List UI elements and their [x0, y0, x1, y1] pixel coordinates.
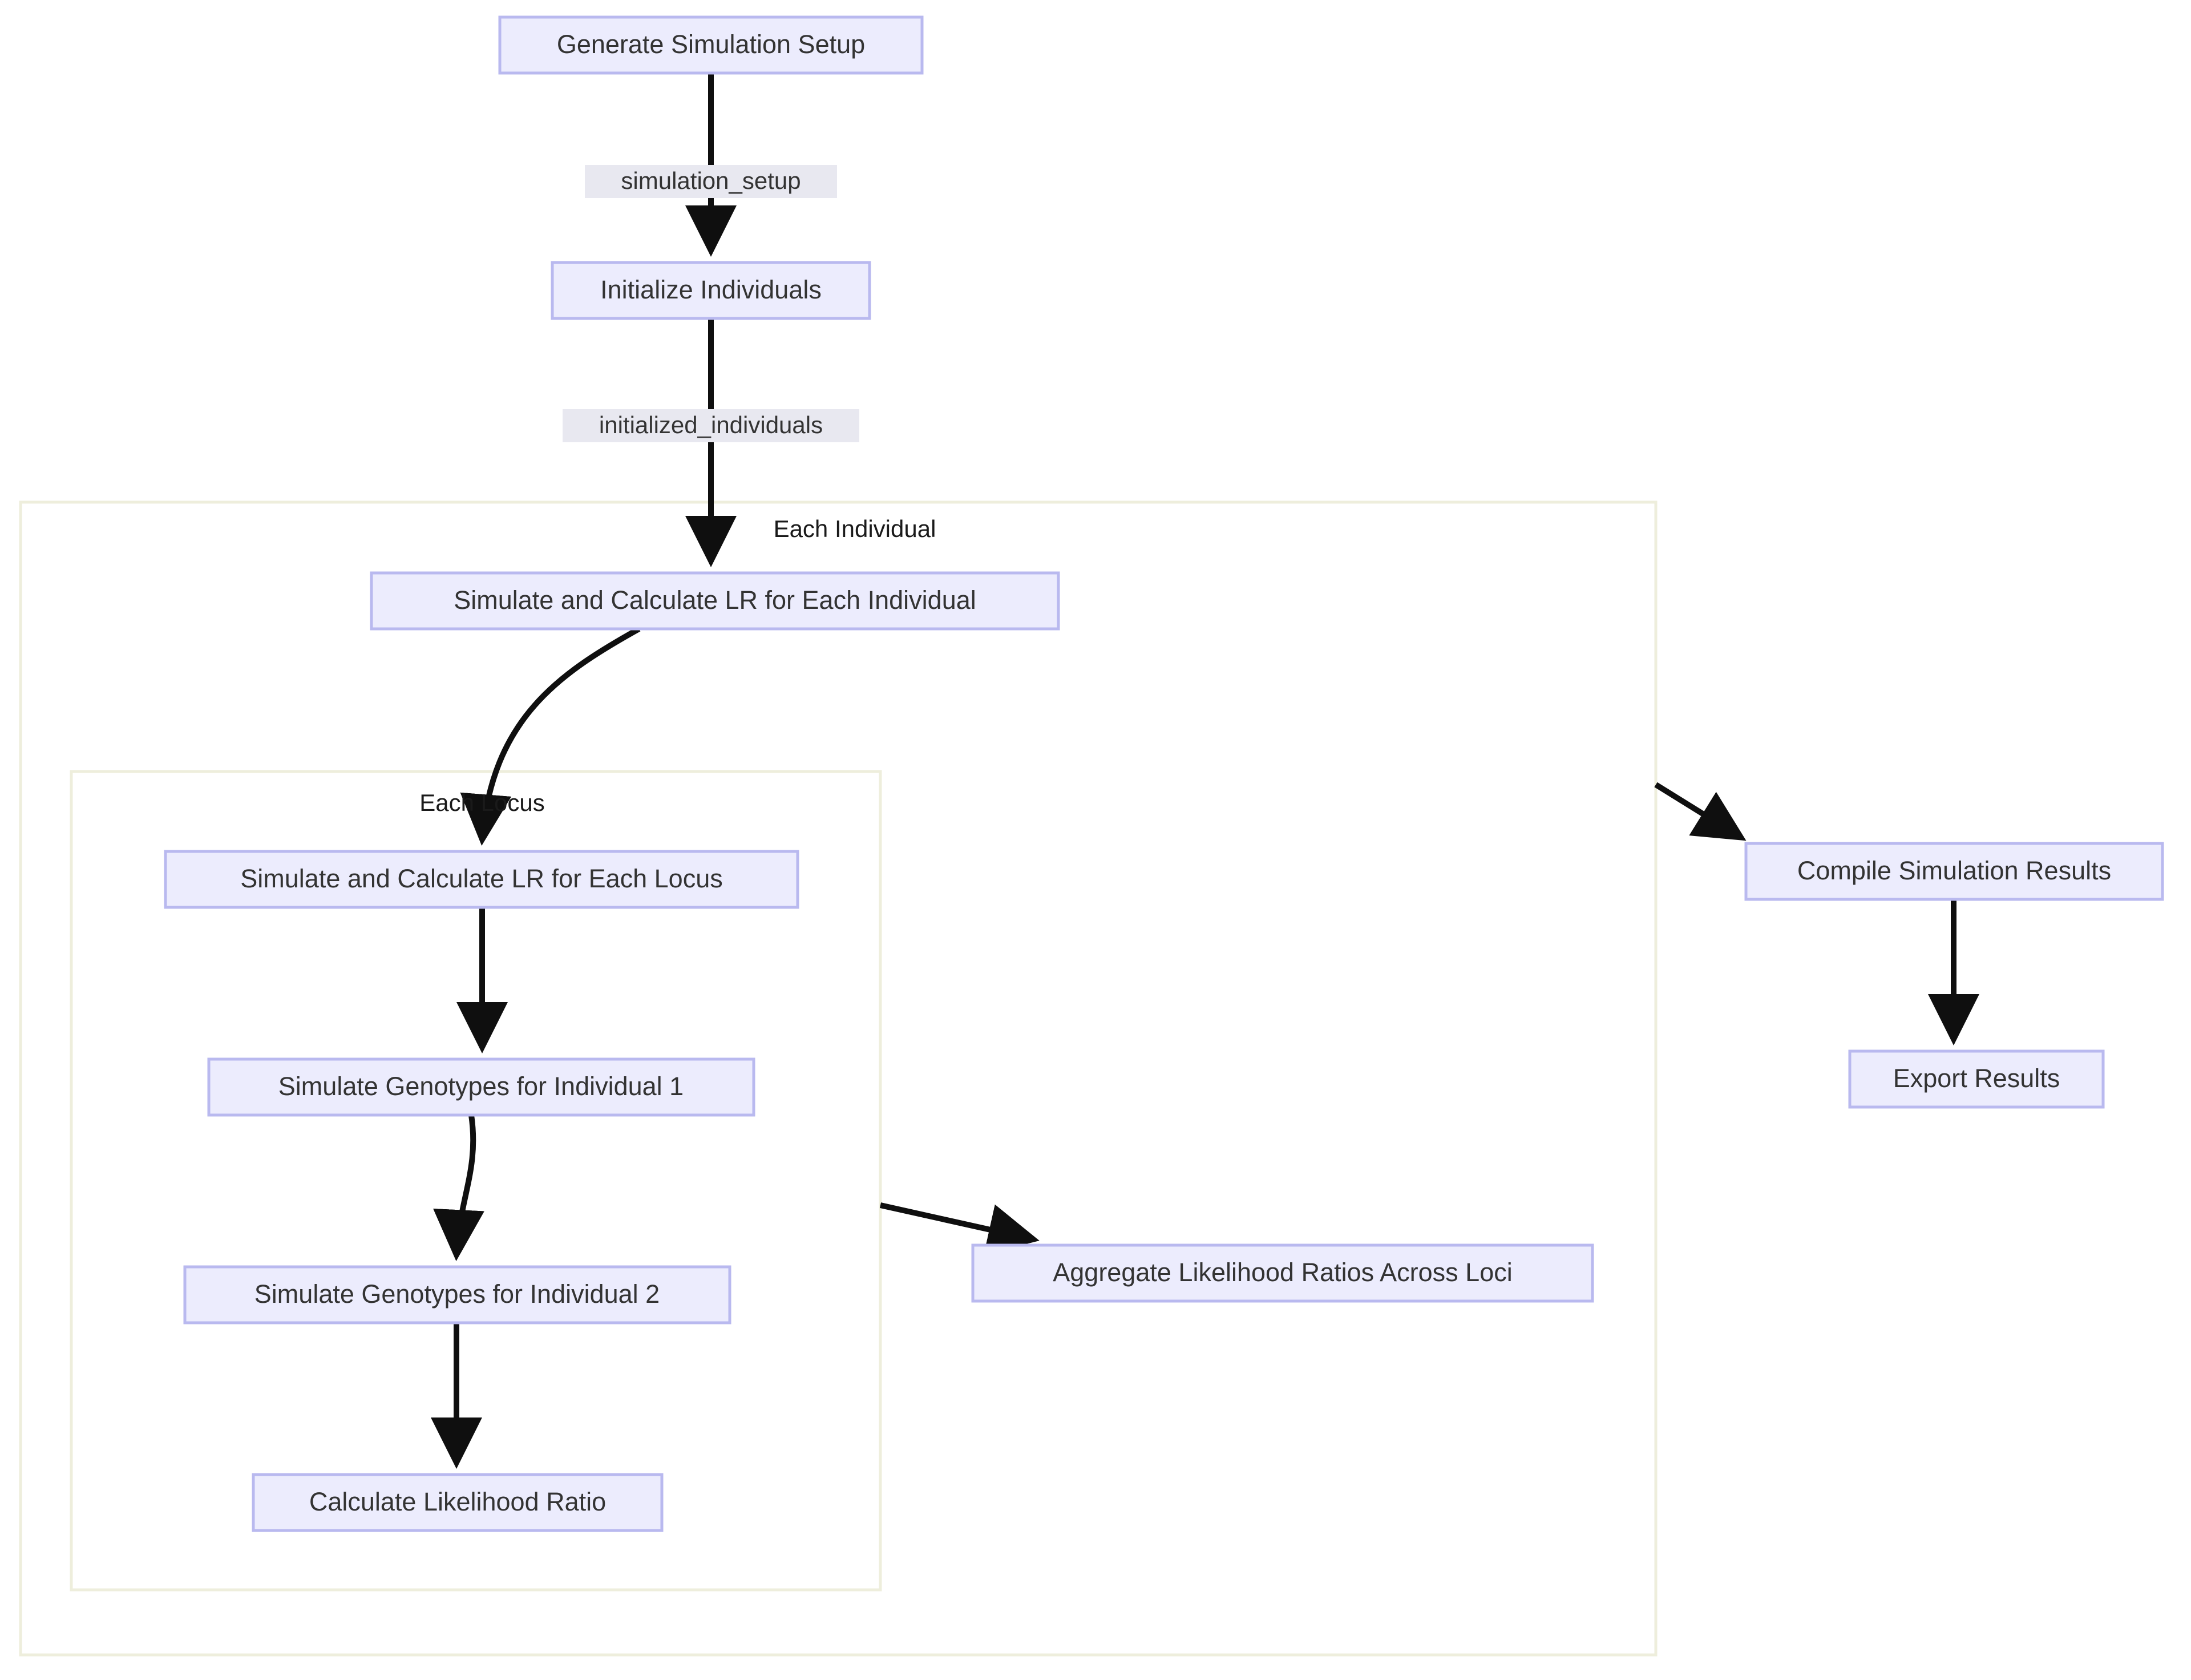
node-generate-simulation-setup[interactable]: Generate Simulation Setup [498, 15, 924, 75]
node-simulate-calculate-lr-each-locus-label: Simulate and Calculate LR for Each Locus [240, 864, 722, 893]
node-initialize-individuals-label: Initialize Individuals [600, 275, 822, 304]
edge-each-locus [460, 626, 641, 846]
node-calculate-likelihood-ratio[interactable]: Calculate Likelihood Ratio [252, 1473, 664, 1532]
edge-individual-cluster-to-compile [1654, 782, 1747, 841]
node-compile-simulation-results[interactable]: Compile Simulation Results [1744, 842, 2164, 901]
edge-genotype1-to-genotype2 [433, 1114, 484, 1261]
node-simulate-calculate-lr-each-locus[interactable]: Simulate and Calculate LR for Each Locus [164, 850, 799, 909]
edge-label-each-individual-text: Each Individual [774, 515, 936, 542]
node-initialize-individuals[interactable]: Initialize Individuals [551, 261, 871, 320]
edge-label-each-locus-text: Each Locus [419, 789, 544, 816]
node-simulate-genotypes-individual-2-label: Simulate Genotypes for Individual 2 [254, 1279, 660, 1309]
node-generate-simulation-setup-label: Generate Simulation Setup [557, 30, 865, 59]
node-aggregate-likelihood-ratios-across-loci[interactable]: Aggregate Likelihood Ratios Across Loci [971, 1243, 1594, 1303]
edge-locus-cluster-to-aggregate [879, 1202, 1040, 1255]
node-simulate-genotypes-individual-1-label: Simulate Genotypes for Individual 1 [278, 1072, 684, 1101]
edge-label-simulation-setup: simulation_setup [585, 165, 837, 198]
node-calculate-likelihood-ratio-label: Calculate Likelihood Ratio [309, 1487, 606, 1516]
edge-label-simulation-setup-text: simulation_setup [621, 167, 801, 194]
edge-label-initialized-individuals-text: initialized_individuals [599, 411, 823, 438]
edge-label-each-individual: Each Individual [774, 515, 936, 542]
node-simulate-genotypes-individual-2[interactable]: Simulate Genotypes for Individual 2 [183, 1265, 731, 1324]
node-export-results-label: Export Results [1893, 1064, 2060, 1093]
node-compile-simulation-results-label: Compile Simulation Results [1797, 856, 2111, 885]
edge-label-each-locus: Each Locus [419, 789, 544, 816]
node-export-results[interactable]: Export Results [1848, 1049, 2105, 1109]
node-simulate-genotypes-individual-1[interactable]: Simulate Genotypes for Individual 1 [207, 1057, 755, 1117]
node-simulate-calculate-lr-each-individual-label: Simulate and Calculate LR for Each Indiv… [454, 585, 976, 615]
node-aggregate-likelihood-ratios-across-loci-label: Aggregate Likelihood Ratios Across Loci [1053, 1258, 1512, 1287]
node-simulate-calculate-lr-each-individual[interactable]: Simulate and Calculate LR for Each Indiv… [370, 571, 1060, 631]
edge-label-initialized-individuals: initialized_individuals [563, 409, 859, 442]
